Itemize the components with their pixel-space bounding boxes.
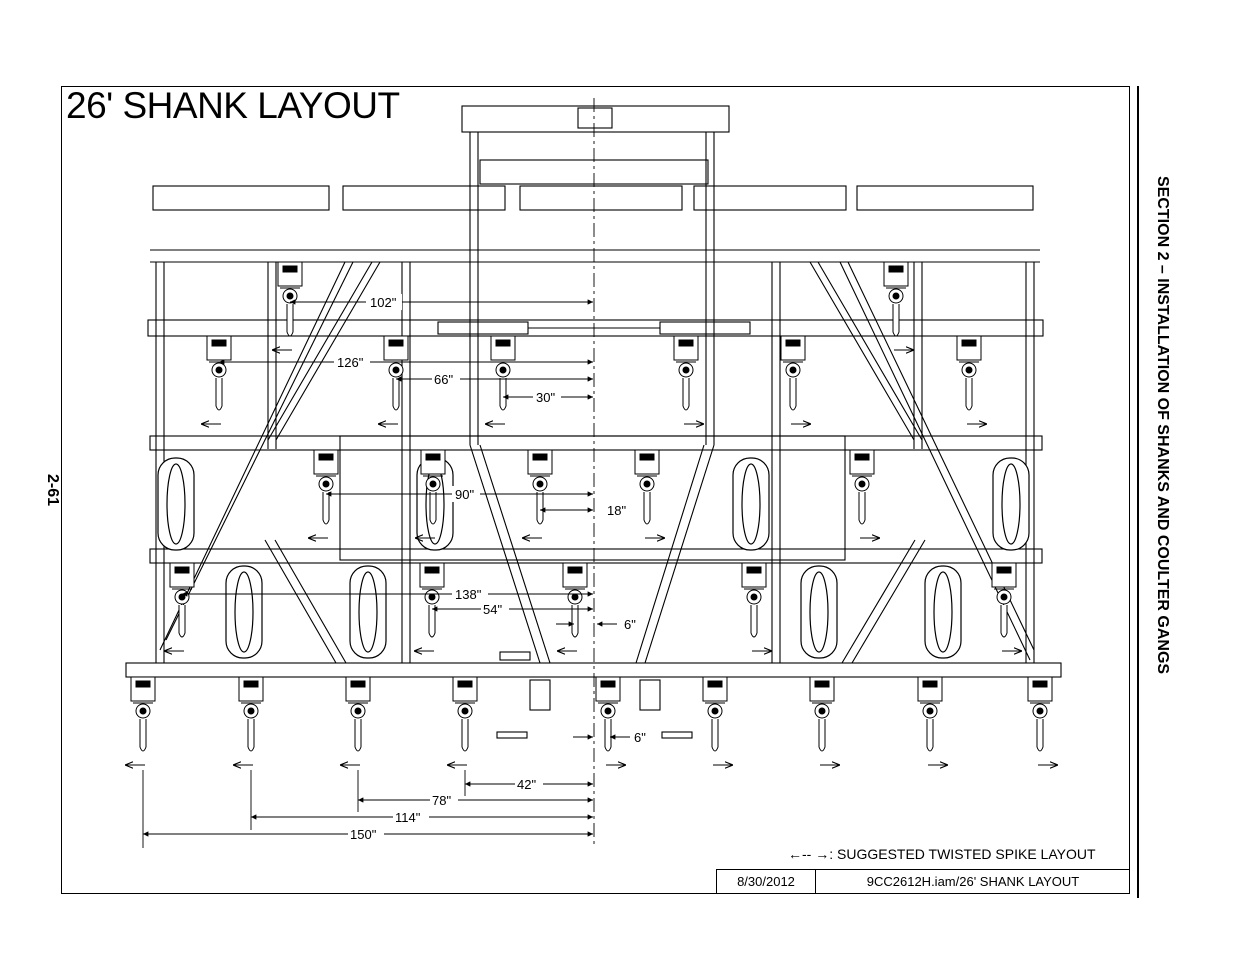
shank-assemblies — [130, 261, 1053, 752]
dimension-labels: 102" 126" 66" 30" 90" 18" 138" 54" 6" 6"… — [334, 294, 646, 842]
dim-label-138: 138" — [455, 587, 482, 602]
legend-text: : SUGGESTED TWISTED SPIKE LAYOUT — [829, 846, 1096, 862]
shank-assembly-icon — [634, 449, 660, 525]
dim-label-6a: 6" — [624, 617, 636, 632]
gauge-wheel-icon — [800, 565, 838, 659]
dim-label-42: 42" — [517, 777, 536, 792]
shank-assembly-icon — [702, 676, 728, 752]
shank-assembly-icon — [956, 335, 982, 411]
shank-assembly-icon — [238, 676, 264, 752]
shank-assembly-icon — [313, 449, 339, 525]
dim-label-18: 18" — [607, 503, 626, 518]
shank-assembly-icon — [383, 335, 409, 411]
shank-assembly-icon — [345, 676, 371, 752]
shank-assembly-icon — [206, 335, 232, 411]
shank-assembly-icon — [849, 449, 875, 525]
dim-label-66: 66" — [434, 372, 453, 387]
shank-assembly-icon — [130, 676, 156, 752]
dim-label-54: 54" — [483, 602, 502, 617]
shank-assembly-icon — [419, 562, 445, 638]
gauge-wheel-icon — [225, 565, 263, 659]
gauge-wheel-icon — [924, 565, 962, 659]
gauge-wheels — [157, 457, 1030, 659]
section-rule — [1137, 86, 1139, 898]
dim-label-6b: 6" — [634, 730, 646, 745]
shank-assembly-icon — [883, 261, 909, 337]
shank-assembly-icon — [490, 335, 516, 411]
shank-assembly-icon — [673, 335, 699, 411]
dim-label-126: 126" — [337, 355, 364, 370]
dim-label-114: 114" — [395, 810, 421, 825]
gauge-wheel-icon — [349, 565, 387, 659]
shank-assembly-icon — [917, 676, 943, 752]
gauge-wheel-icon — [732, 457, 770, 551]
title-block-file: 9CC2612H.iam/26' SHANK LAYOUT — [866, 874, 1080, 889]
shank-assembly-icon — [595, 676, 621, 752]
shank-assembly-icon — [991, 562, 1017, 638]
shank-assembly-icon — [562, 562, 588, 638]
shank-assembly-icon — [809, 676, 835, 752]
dim-label-90: 90" — [455, 487, 474, 502]
legend: ←-- →: SUGGESTED TWISTED SPIKE LAYOUT — [788, 845, 1096, 863]
dim-label-150: 150" — [350, 827, 377, 842]
title-block: 8/30/2012 9CC2612H.iam/26' SHANK LAYOUT — [716, 869, 1130, 894]
shank-assembly-icon — [277, 261, 303, 337]
shank-assembly-icon — [420, 449, 446, 525]
shank-assembly-icon — [741, 562, 767, 638]
drawing-frame — [61, 86, 1130, 894]
shank-assembly-icon — [169, 562, 195, 638]
machine-frame — [125, 105, 1062, 739]
dim-label-78: 78" — [432, 793, 451, 808]
shank-assembly-icon — [452, 676, 478, 752]
shank-assembly-icon — [527, 449, 553, 525]
gauge-wheel-icon — [992, 457, 1030, 551]
shank-assembly-icon — [780, 335, 806, 411]
page-title: 26' SHANK LAYOUT — [66, 85, 400, 126]
legend-symbol: ←-- → — [788, 846, 830, 862]
shank-assembly-icon — [1027, 676, 1053, 752]
dim-label-102: 102" — [370, 295, 397, 310]
spike-arrows — [125, 350, 1058, 765]
title-block-date: 8/30/2012 — [717, 870, 816, 894]
gauge-wheel-icon — [157, 457, 195, 551]
dim-label-30: 30" — [536, 390, 555, 405]
